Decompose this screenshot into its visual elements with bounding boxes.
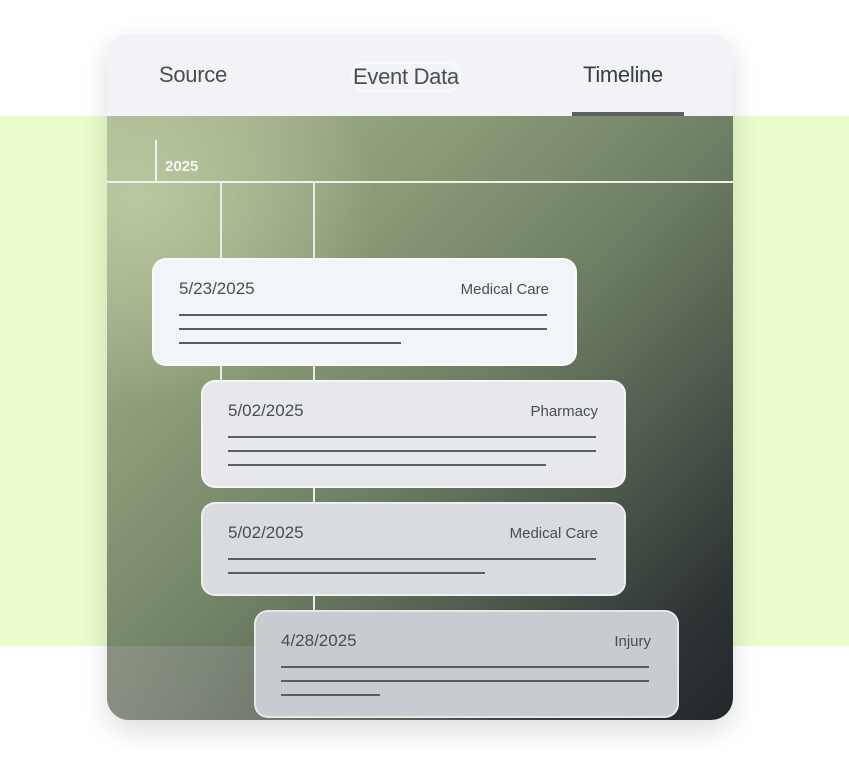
text-placeholder-line <box>281 694 380 696</box>
text-placeholder-line <box>179 342 401 344</box>
timeline-axis <box>107 181 733 183</box>
tab-source[interactable]: Source <box>159 62 227 87</box>
text-placeholder-line <box>281 680 649 682</box>
text-placeholder-line <box>228 436 596 438</box>
event-category: Medical Care <box>509 525 598 542</box>
event-date: 5/23/2025 <box>179 279 255 298</box>
event-date: 4/28/2025 <box>281 631 357 650</box>
event-card[interactable]: 5/23/2025 Medical Care <box>152 258 577 366</box>
event-category: Injury <box>614 633 651 650</box>
active-tab-indicator <box>572 112 684 116</box>
text-placeholder-line <box>228 450 596 452</box>
event-card[interactable]: 4/28/2025 Injury <box>254 610 679 718</box>
event-card[interactable]: 5/02/2025 Pharmacy <box>201 380 626 488</box>
text-placeholder-line <box>228 558 596 560</box>
tab-event-data[interactable]: Event Data <box>351 62 461 92</box>
tab-timeline[interactable]: Timeline <box>583 62 663 87</box>
text-placeholder-line <box>228 464 546 466</box>
year-label: 2025 <box>165 158 199 175</box>
timeline-card: Source Event Data Timeline 2025 5/23/202… <box>107 34 733 720</box>
event-category: Medical Care <box>460 281 549 298</box>
event-date: 5/02/2025 <box>228 401 304 420</box>
timeline-view: 2025 5/23/2025 Medical Care 5/02/2025 Ph… <box>107 116 733 720</box>
year-tick <box>155 140 157 182</box>
text-placeholder-line <box>179 314 547 316</box>
text-placeholder-line <box>281 666 649 668</box>
event-card[interactable]: 5/02/2025 Medical Care <box>201 502 626 596</box>
text-placeholder-line <box>228 572 485 574</box>
text-placeholder-line <box>179 328 547 330</box>
event-date: 5/02/2025 <box>228 523 304 542</box>
tab-bar: Source Event Data Timeline <box>107 34 733 116</box>
event-category: Pharmacy <box>530 403 598 420</box>
